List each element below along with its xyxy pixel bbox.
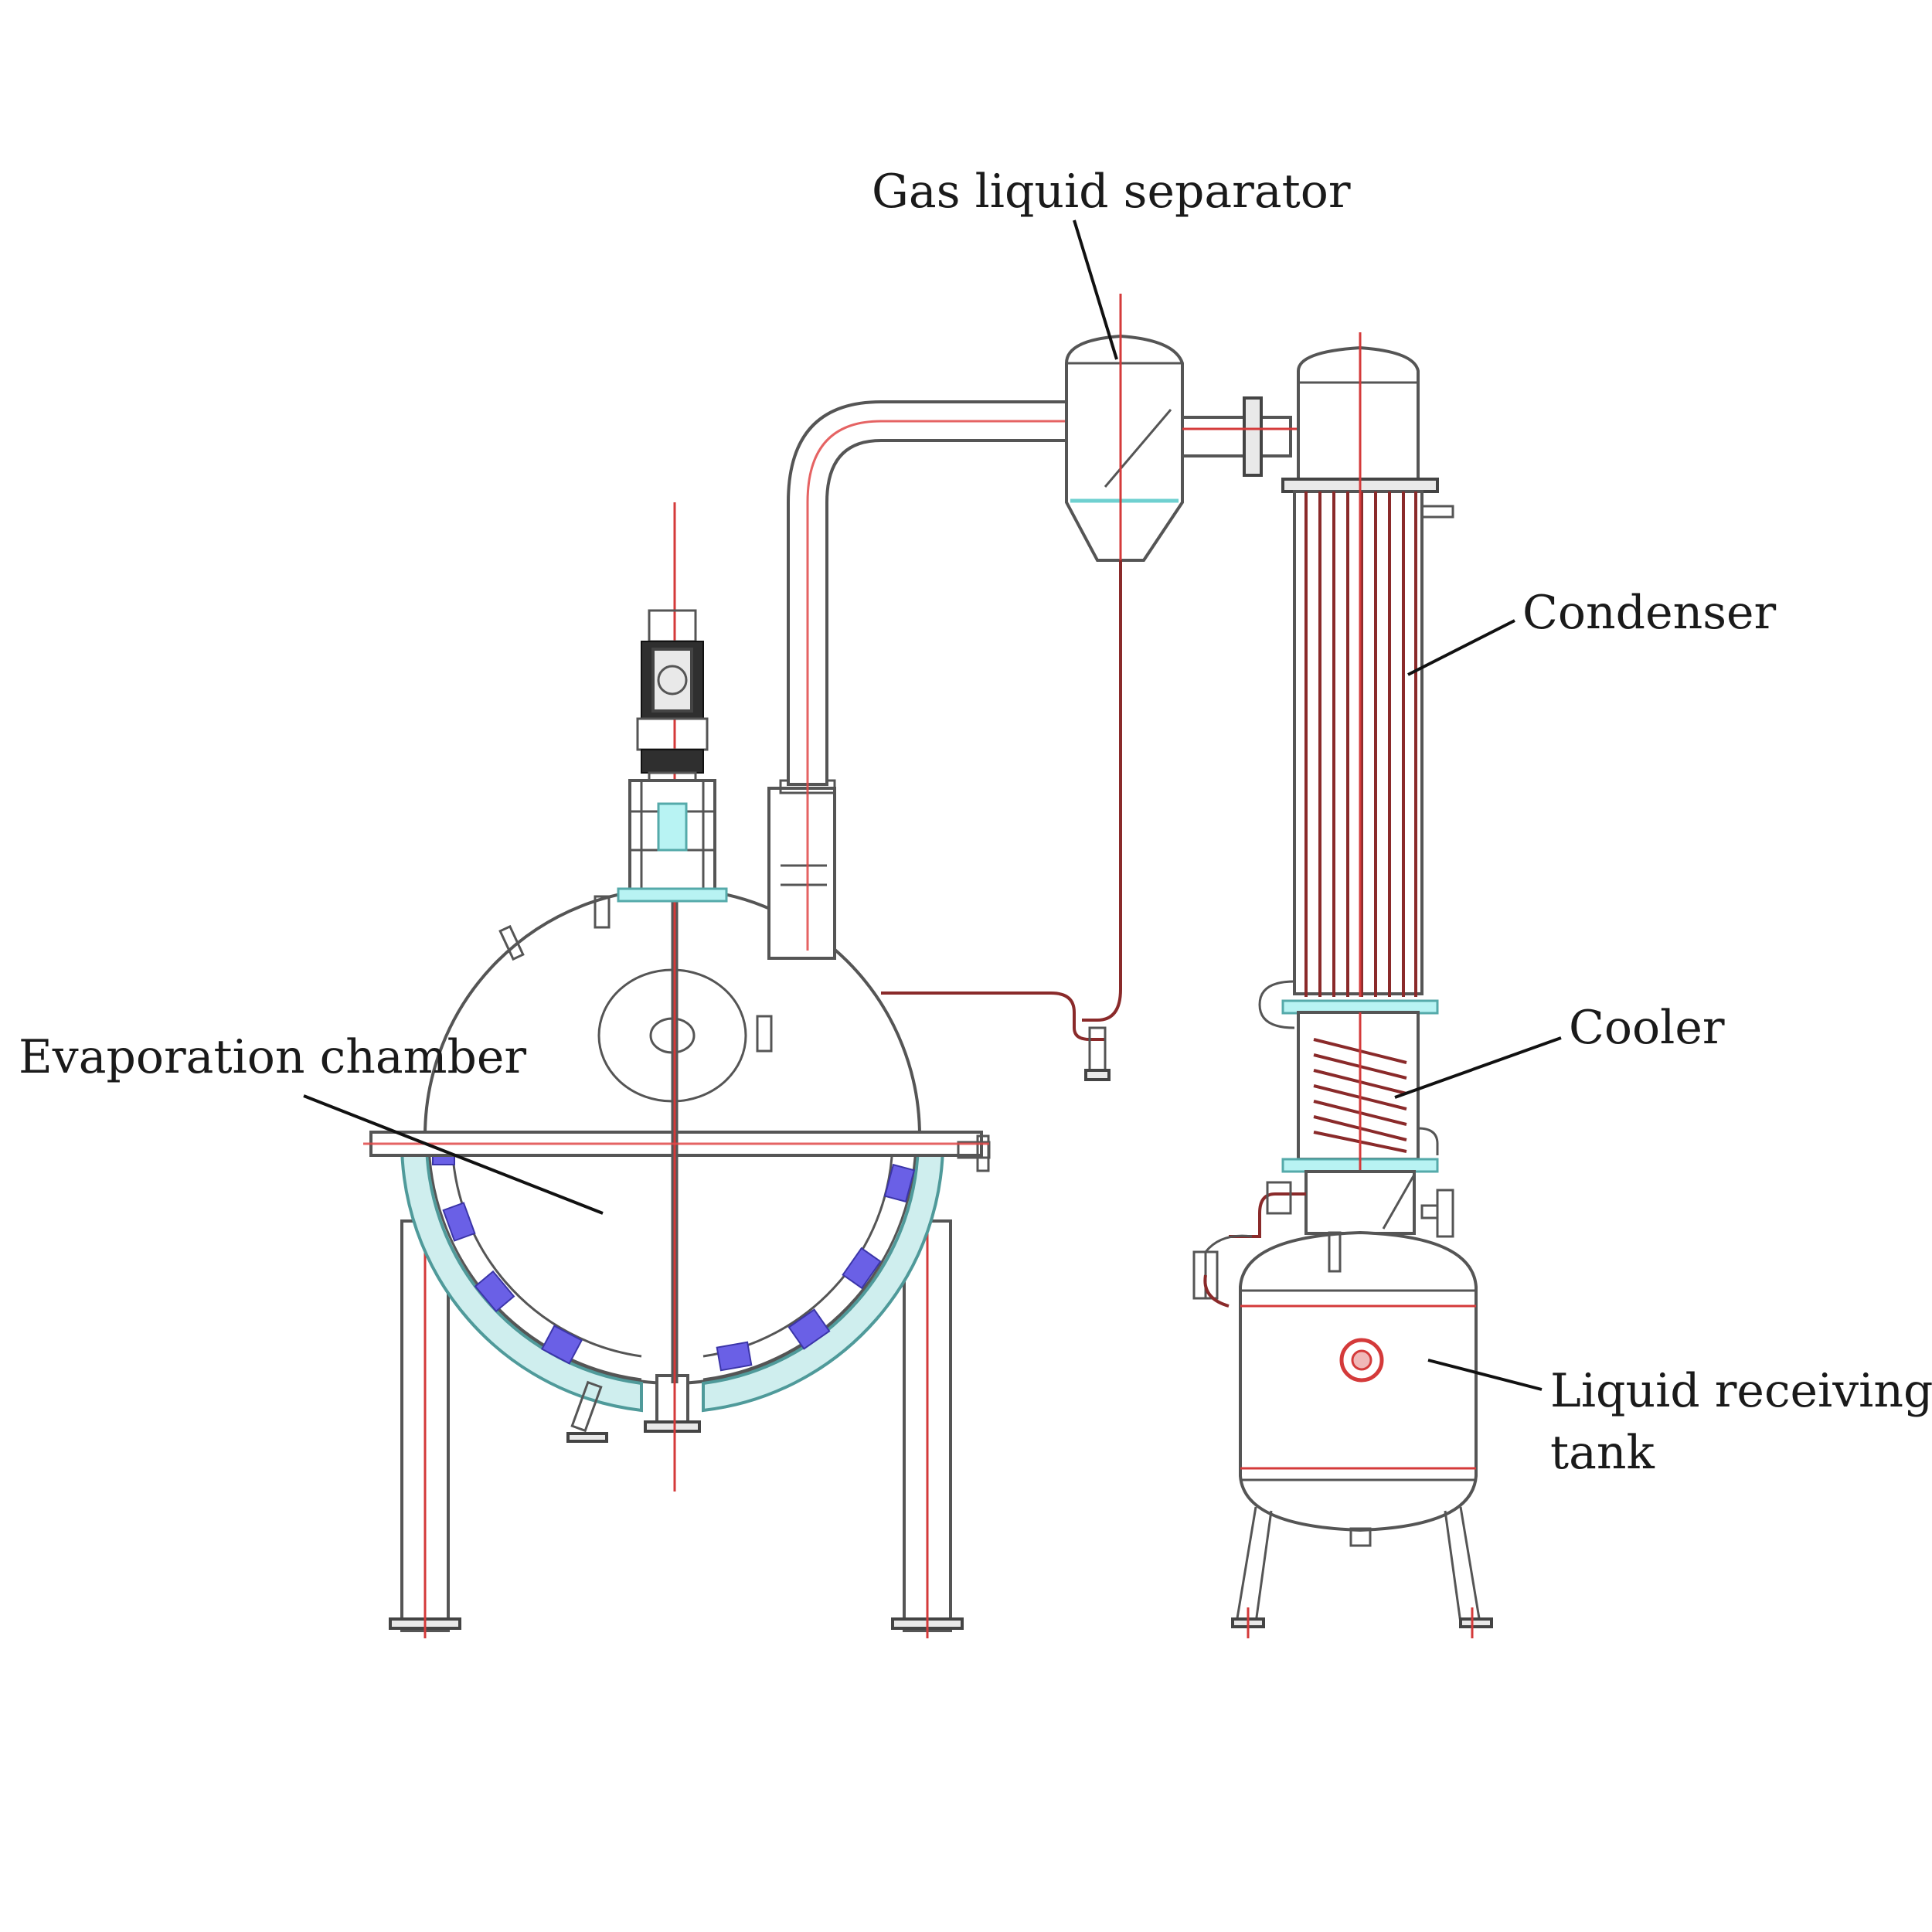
leader-cooler <box>1394 1036 1562 1099</box>
vapour-pipe <box>767 400 1076 960</box>
leader-lines <box>303 219 1562 1391</box>
leader-condenser <box>1407 619 1515 676</box>
chamber-legs <box>389 1144 964 1638</box>
label-liquid-receiving-tank-line1: Liquid receiving <box>1550 1364 1932 1418</box>
leader-evaporation-chamber <box>303 1094 604 1215</box>
leader-gas-liquid-separator <box>1073 219 1118 360</box>
leader-liquid-receiving-tank <box>1427 1359 1543 1391</box>
gas-liquid-separator <box>881 294 1329 1081</box>
condenser-tubes <box>1304 492 1417 997</box>
label-condenser: Condenser <box>1522 586 1777 640</box>
liquid-receiving-tank <box>1192 1170 1493 1638</box>
label-cooler: Cooler <box>1569 1001 1725 1055</box>
heating-jacket <box>400 1134 643 1413</box>
label-liquid-receiving-tank-line2: tank <box>1550 1426 1655 1480</box>
label-gas-liquid-separator: Gas liquid separator <box>872 165 1351 219</box>
cooler <box>1281 1011 1439 1260</box>
evaporation-chamber <box>363 502 991 1638</box>
labels: Gas liquid separator Condenser Evaporati… <box>19 165 1932 1480</box>
agitator-motor <box>617 609 728 903</box>
label-evaporation-chamber: Evaporation chamber <box>19 1030 526 1084</box>
condenser <box>1258 332 1454 1029</box>
